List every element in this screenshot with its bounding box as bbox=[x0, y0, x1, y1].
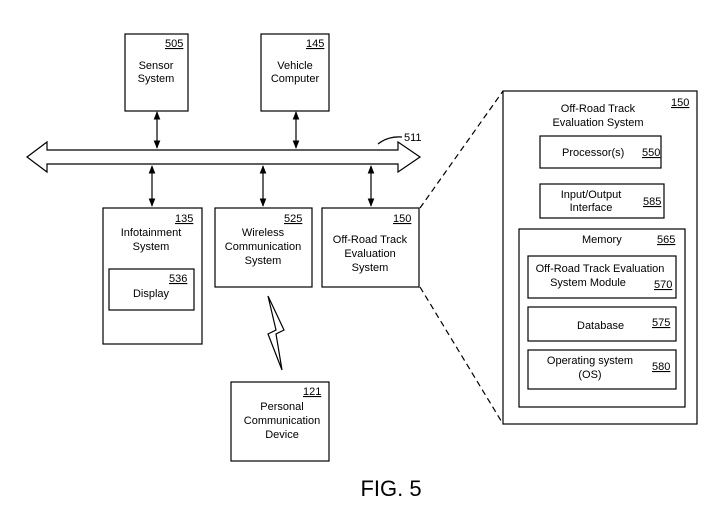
processor-label: Processor(s) bbox=[562, 147, 624, 159]
personal-device-ref: 121 bbox=[303, 386, 321, 398]
bus-ref: 511 bbox=[404, 132, 422, 144]
operating-system-ref: 580 bbox=[652, 361, 670, 373]
operating-system-label-2: (OS) bbox=[578, 369, 601, 381]
operating-system-block bbox=[527, 349, 677, 390]
wireless-communication-label-3: System bbox=[245, 255, 282, 267]
io-interface-label-2: Interface bbox=[570, 202, 613, 214]
vehicle-computer-ref: 145 bbox=[306, 38, 324, 50]
vehicle-computer-label-1: Vehicle bbox=[277, 60, 312, 72]
io-interface-block bbox=[539, 183, 665, 219]
wireless-link-symbol bbox=[267, 295, 285, 371]
display-block bbox=[108, 268, 195, 311]
detail-title-2: Evaluation System bbox=[552, 117, 643, 129]
zoom-line-top bbox=[419, 90, 504, 209]
track-evaluation-label-3: System bbox=[352, 262, 389, 274]
evaluation-module-label-1: Off-Road Track Evaluation bbox=[536, 263, 665, 275]
personal-device-label-2: Communication bbox=[244, 415, 320, 427]
memory-label: Memory bbox=[582, 234, 622, 246]
database-block bbox=[527, 306, 677, 342]
wireless-communication-ref: 525 bbox=[284, 213, 302, 225]
io-interface-ref: 585 bbox=[643, 196, 661, 208]
detail-title-1: Off-Road Track bbox=[561, 103, 636, 115]
track-evaluation-label-1: Off-Road Track bbox=[333, 234, 408, 246]
communication-bus: 511 bbox=[26, 132, 422, 174]
sensor-system-label-2: System bbox=[138, 73, 175, 85]
evaluation-module-block bbox=[527, 255, 677, 299]
figure-label: FIG. 5 bbox=[360, 476, 421, 501]
display-label: Display bbox=[133, 288, 170, 300]
infotainment-system-label-1: Infotainment bbox=[121, 227, 182, 239]
zoom-line-bottom bbox=[419, 286, 504, 425]
evaluation-module-ref: 570 bbox=[654, 279, 672, 291]
infotainment-system-label-2: System bbox=[133, 241, 170, 253]
io-interface-label-1: Input/Output bbox=[561, 189, 622, 201]
operating-system-label-1: Operating system bbox=[547, 355, 633, 367]
personal-device-label-1: Personal bbox=[260, 401, 303, 413]
database-label: Database bbox=[577, 320, 624, 332]
database-ref: 575 bbox=[652, 317, 670, 329]
sensor-system-label-1: Sensor bbox=[139, 60, 174, 72]
memory-ref: 565 bbox=[657, 234, 675, 246]
display-ref: 536 bbox=[169, 273, 187, 285]
vehicle-computer-label-2: Computer bbox=[271, 73, 320, 85]
processor-ref: 550 bbox=[642, 147, 660, 159]
wireless-communication-label-2: Communication bbox=[225, 241, 301, 253]
processor-block bbox=[539, 135, 662, 169]
detail-ref: 150 bbox=[671, 97, 689, 109]
wireless-communication-label-1: Wireless bbox=[242, 227, 285, 239]
track-evaluation-ref: 150 bbox=[393, 213, 411, 225]
track-evaluation-label-2: Evaluation bbox=[344, 248, 395, 260]
infotainment-system-ref: 135 bbox=[175, 213, 193, 225]
evaluation-module-label-2: System Module bbox=[550, 277, 626, 289]
sensor-system-ref: 505 bbox=[165, 38, 183, 50]
personal-device-label-3: Device bbox=[265, 429, 299, 441]
svg-text:Operating system(OS): Operating system (OS) bbox=[547, 355, 633, 381]
